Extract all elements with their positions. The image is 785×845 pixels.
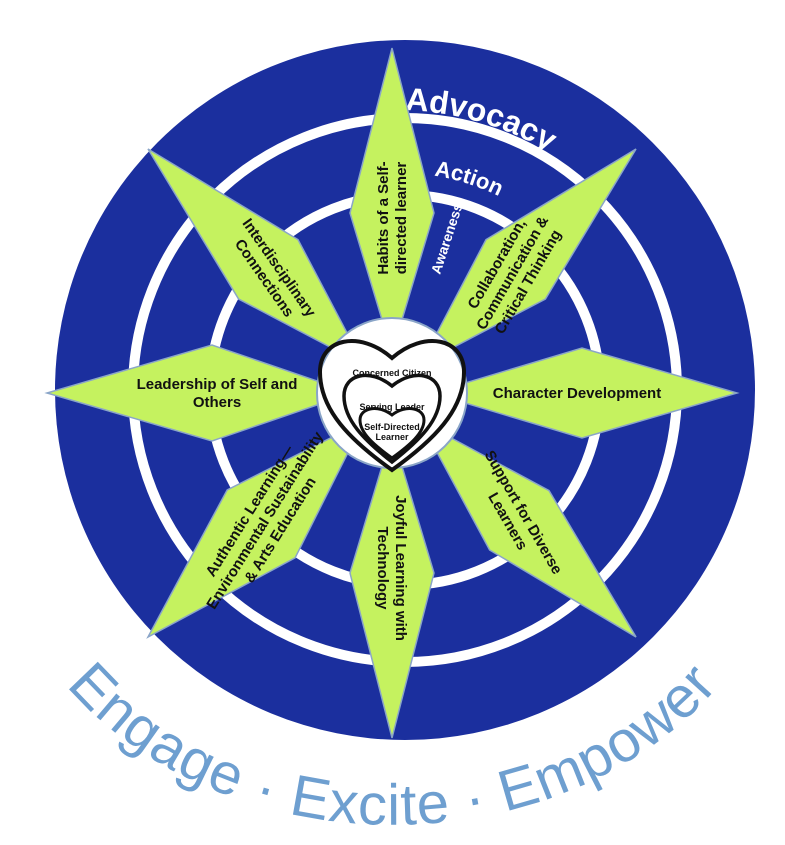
point-label-line: directed learner xyxy=(393,162,410,275)
point-label-line: Technology xyxy=(374,526,391,610)
star-point-top-right xyxy=(418,148,637,367)
star-point-right xyxy=(429,347,740,439)
heart-label-self-directed: Self-Directed xyxy=(364,422,420,432)
point-label-line: Others xyxy=(193,394,241,411)
heart-label-learner: Learner xyxy=(375,432,409,442)
star-point-top xyxy=(349,47,435,356)
heart-label-concerned-citizen: Concerned Citizen xyxy=(352,368,431,378)
point-label-top: Habits of a Self-directed learner xyxy=(375,161,410,274)
star-point-left xyxy=(44,344,355,442)
star-point-bottom xyxy=(349,430,435,739)
star-point-bottom-left xyxy=(146,419,366,639)
point-label-line: Leadership of Self and xyxy=(137,376,298,393)
point-label-line: Character Development xyxy=(493,385,661,402)
star-point-top-left xyxy=(147,148,366,367)
point-label-bottom: Joyful Learning withTechnology xyxy=(374,495,409,641)
heart-label-serving-leader: Serving Leader xyxy=(359,402,425,412)
heart-middle-icon xyxy=(342,373,442,465)
point-label-line: Joyful Learning with xyxy=(392,495,409,641)
star-point-bottom-right xyxy=(418,419,637,638)
heart-inner-icon xyxy=(358,407,426,460)
center-circle xyxy=(316,317,468,469)
point-label-right: Character Development xyxy=(493,385,661,402)
heart-outer-icon xyxy=(317,339,467,473)
point-label-line: Habits of a Self- xyxy=(375,161,392,274)
